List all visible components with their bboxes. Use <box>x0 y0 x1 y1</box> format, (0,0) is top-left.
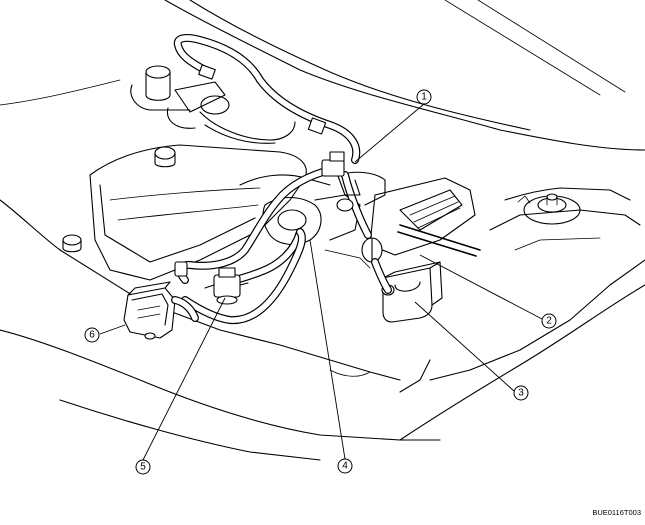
callout-6-label: 6 <box>89 330 95 341</box>
callout-6: 6 <box>84 327 100 343</box>
callout-leaders <box>99 103 543 461</box>
solenoid-valve <box>174 261 249 305</box>
vacuum-hose-network <box>176 151 392 325</box>
callout-2-label: 2 <box>546 316 552 327</box>
callout-4: 4 <box>337 458 353 474</box>
callout-2: 2 <box>541 313 557 329</box>
vacuum-chamber <box>123 281 199 340</box>
body-outline <box>0 187 645 461</box>
air-cleaner <box>361 177 481 263</box>
booster-vacuum-hose <box>173 33 361 164</box>
brake-master-cylinder <box>130 65 296 144</box>
strut-tower <box>517 193 581 225</box>
callout-1-label: 1 <box>421 92 427 103</box>
hood-outline <box>0 0 645 151</box>
callout-3-label: 3 <box>518 388 524 399</box>
callout-4-label: 4 <box>342 461 348 472</box>
callout-5-label: 5 <box>140 462 146 473</box>
callout-5: 5 <box>135 459 151 475</box>
callout-1: 1 <box>416 89 432 105</box>
figure-code: BUE0116T003 <box>592 508 641 517</box>
callout-3: 3 <box>513 385 529 401</box>
